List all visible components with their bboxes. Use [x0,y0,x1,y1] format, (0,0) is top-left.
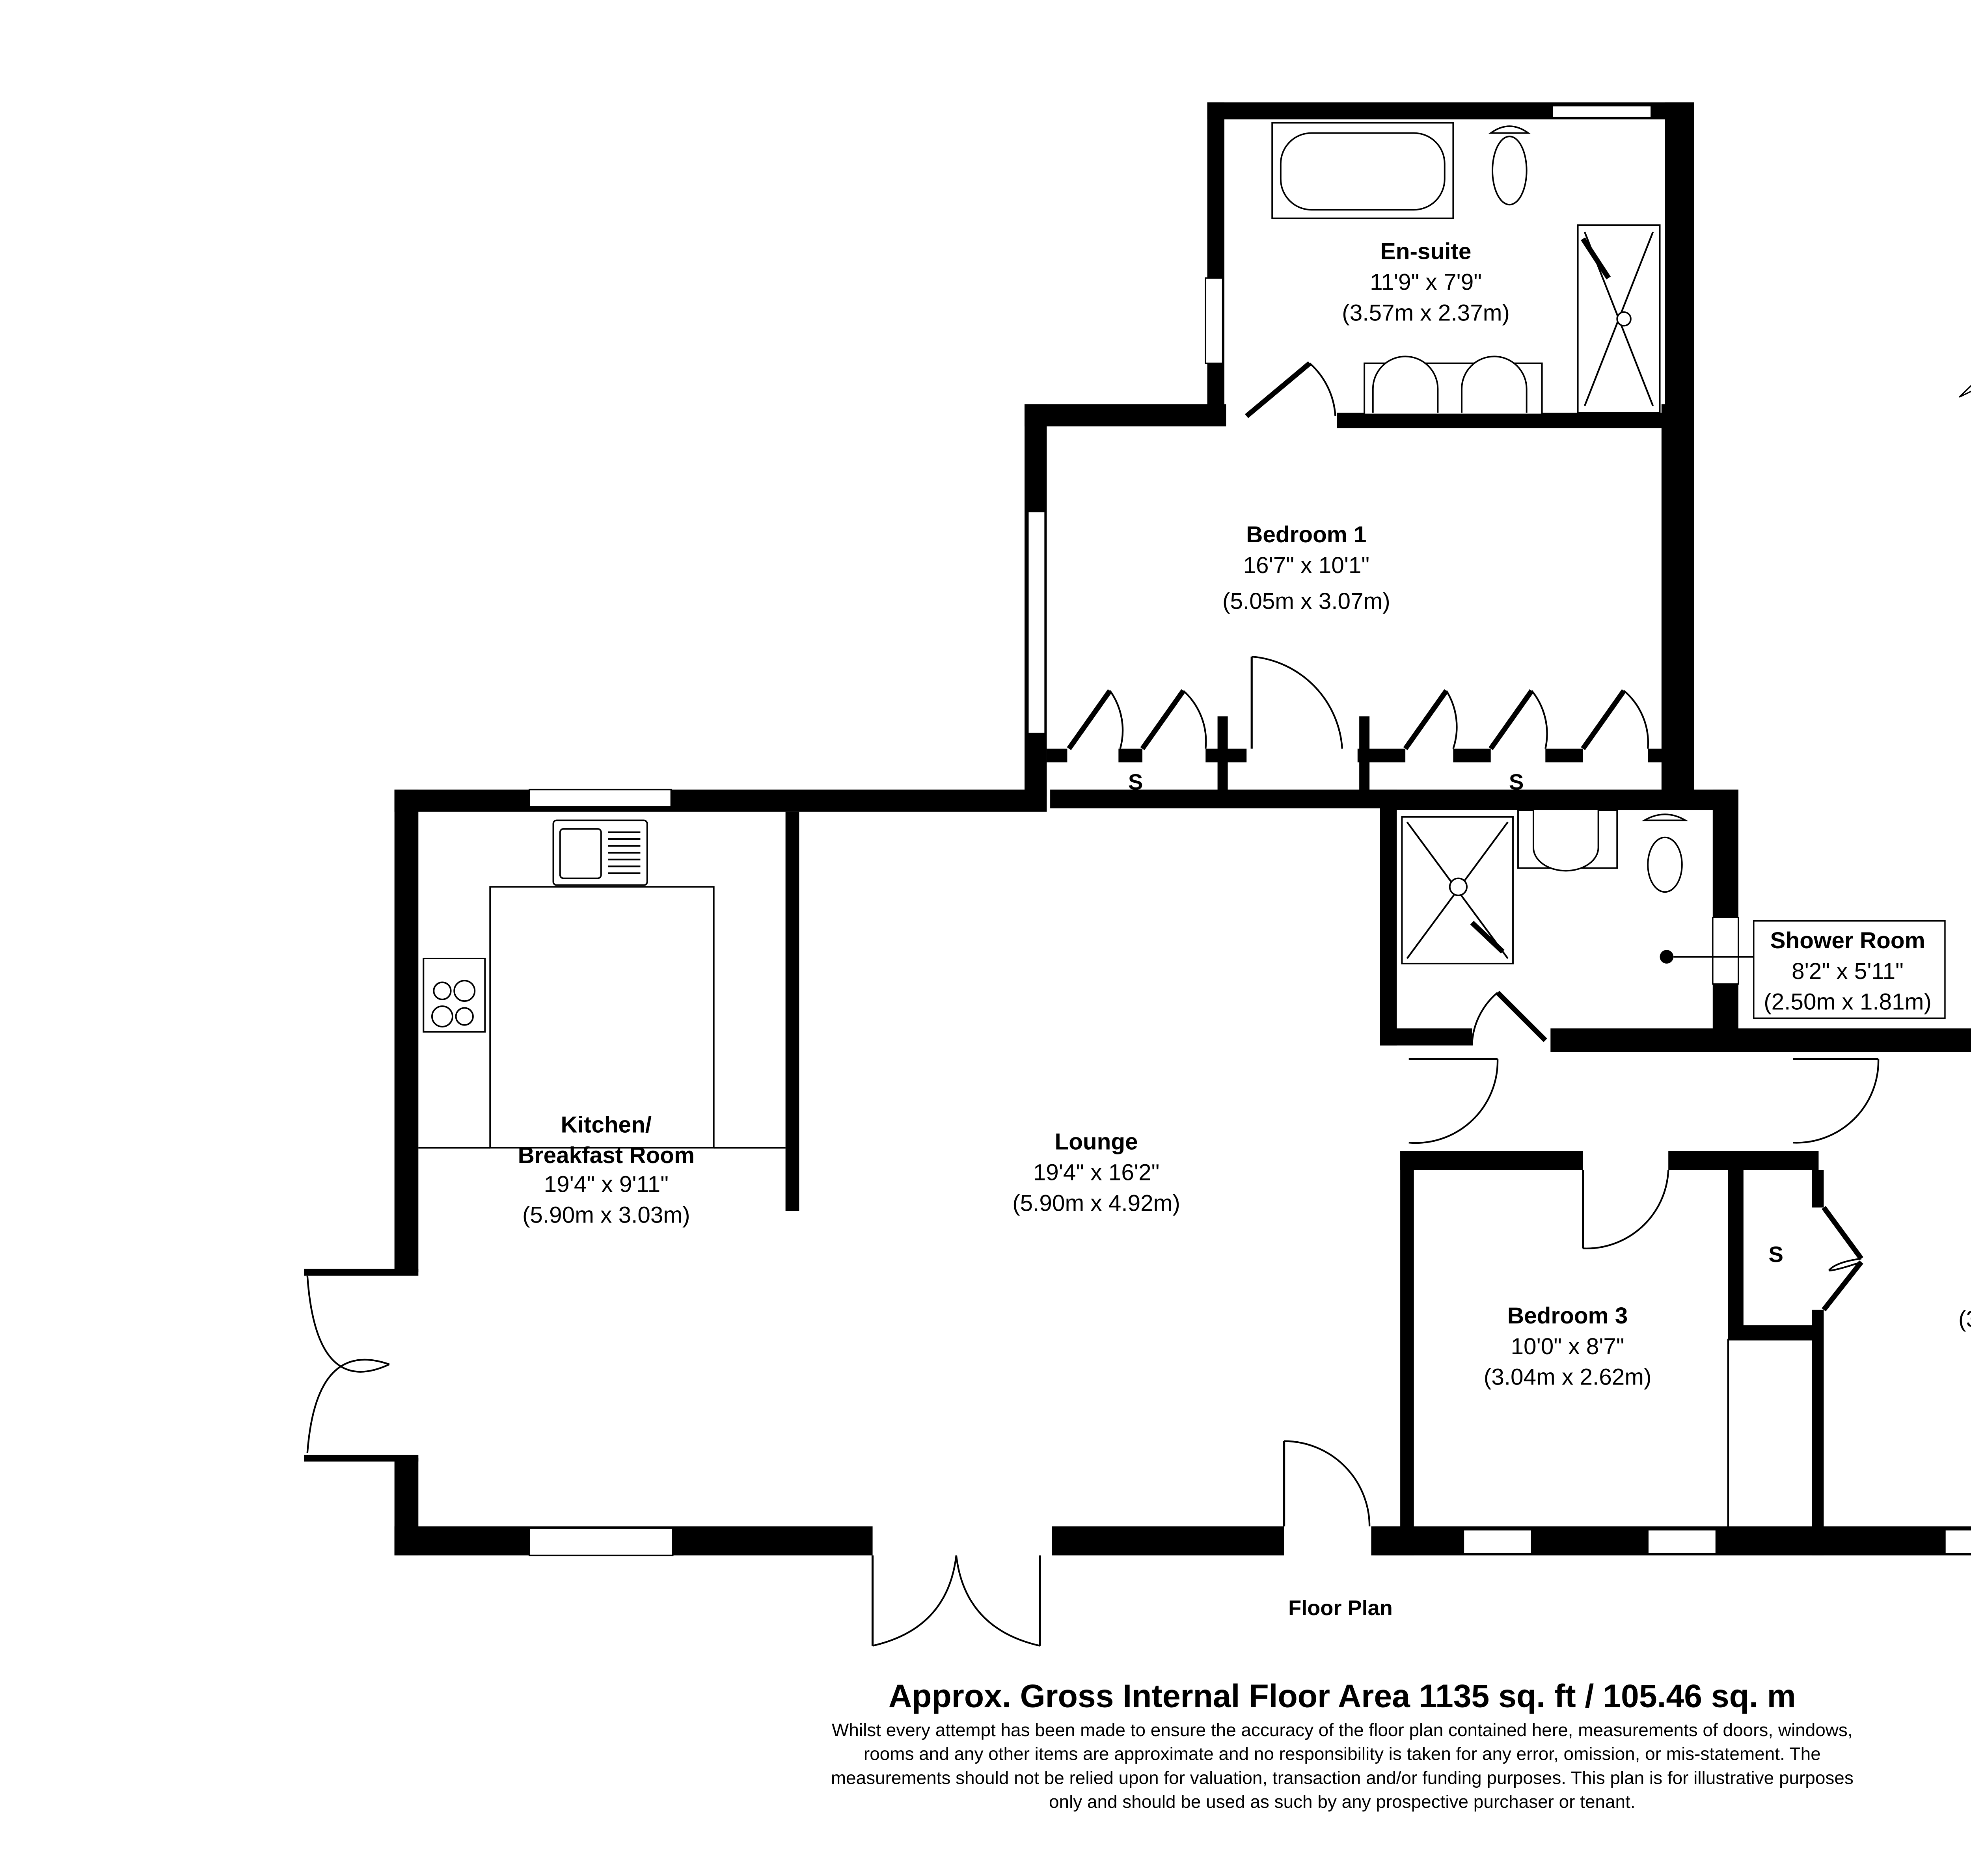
shower-fixtures [1401,809,1754,1046]
hall-doors [1408,1058,1880,1144]
disclaimer-line-4: only and should be used as such by any p… [1049,1791,1636,1812]
room-name-bedroom1: Bedroom 1 [1246,522,1366,547]
bedroom1-label: Bedroom 1 16'7" x 10'1" (5.05m x 3.07m) [1222,522,1390,614]
bedroom-walls [1375,1151,1971,1556]
room-name-kitchen-line1: Kitchen/ [561,1112,652,1137]
room-dim-imperial-lounge: 19'4" x 16'2" [1033,1160,1160,1186]
compass-rose-icon: N E S W [1959,343,1971,398]
bedroom2-label: Bedroom 2 12'11" x 12'9" (3.94m x 3.88m) [1958,1306,1971,1332]
room-dim-imperial-bedroom1: 16'7" x 10'1" [1243,553,1370,578]
room-dim-metric-kitchen: (5.90m x 3.03m) [522,1202,690,1228]
storage-label-bedroom2: S [1768,1242,1783,1267]
bedroom1-walls [1025,404,1694,805]
room-dim-metric-shower: (2.50m x 1.81m) [1764,989,1932,1015]
main-doors [306,1275,1371,1647]
ensuite-fixtures [1245,122,1661,418]
bedroom-doors [1582,1170,1863,1312]
room-dim-metric-bedroom2: (3.94m x 3.88m) [1958,1306,1971,1332]
bedroom1-wardrobe-doors [1067,655,1649,750]
room-dim-metric-bedroom1: (5.05m x 3.07m) [1222,588,1390,614]
disclaimer-line-3: measurements should not be relied upon f… [831,1767,1854,1788]
main-walls [304,789,1412,1556]
room-name-shower: Shower Room [1770,928,1925,953]
ensuite-label: En-suite 11'9" x 7'9" (3.57m x 2.37m) [1342,239,1510,326]
room-dim-metric-ensuite: (3.57m x 2.37m) [1342,300,1510,326]
disclaimer-line-2: rooms and any other items are approximat… [864,1744,1821,1764]
room-name-bedroom3: Bedroom 3 [1507,1303,1628,1329]
disclaimer-line-1: Whilst every attempt has been made to en… [832,1720,1853,1740]
room-name-ensuite: En-suite [1380,239,1472,264]
room-dim-metric-lounge: (5.90m x 4.92m) [1012,1190,1180,1216]
room-name-lounge: Lounge [1054,1129,1138,1155]
kitchen-fixtures [418,819,786,1149]
room-dim-metric-bedroom3: (3.04m x 2.62m) [1484,1364,1652,1390]
lounge-label: Lounge 19'4" x 16'2" (5.90m x 4.92m) [1012,1129,1180,1216]
room-dim-imperial-kitchen: 19'4" x 9'11" [544,1172,669,1197]
room-dim-imperial-shower: 8'2" x 5'11" [1792,958,1904,984]
kitchen-label: Kitchen/ Breakfast Room 19'4" x 9'11" (5… [518,1112,695,1228]
shower-walls [1380,789,1971,1052]
room-name-kitchen-line2: Breakfast Room [518,1143,695,1168]
bedroom3-label: Bedroom 3 10'0" x 8'7" (3.04m x 2.62m) [1484,1303,1652,1390]
floor-plan-label: Floor Plan [1288,1596,1393,1620]
room-dim-imperial-bedroom3: 10'0" x 8'7" [1511,1334,1624,1359]
shower-label-box: Shower Room 8'2" x 5'11" (2.50m x 1.81m) [1753,920,1946,1019]
room-dim-imperial-ensuite: 11'9" x 7'9" [1370,270,1482,295]
area-title: Approx. Gross Internal Floor Area 1135 s… [889,1679,1796,1714]
